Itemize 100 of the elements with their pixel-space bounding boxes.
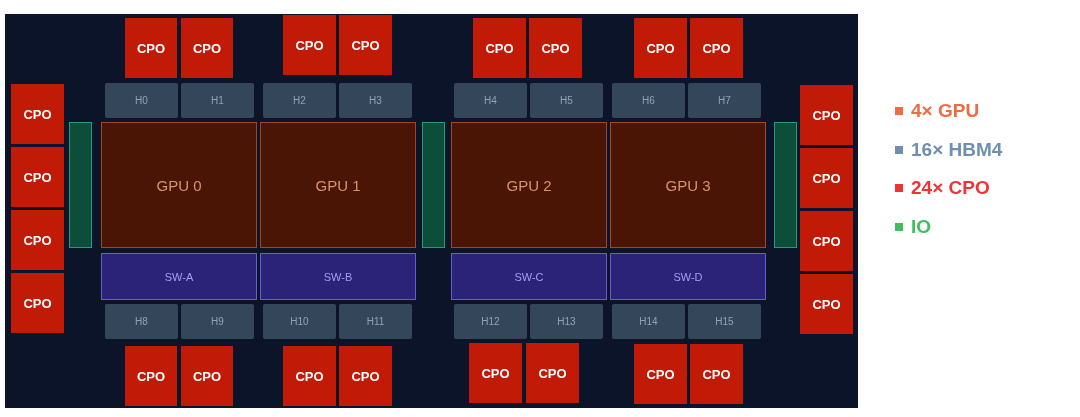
block-label: H1 bbox=[211, 95, 224, 106]
legend-label: 16× HBM4 bbox=[911, 138, 1003, 161]
io-bridge bbox=[774, 122, 797, 248]
gpu-die bbox=[451, 122, 607, 248]
hbm-stack bbox=[181, 304, 254, 339]
block-label: GPU 1 bbox=[315, 176, 361, 194]
gpu-die bbox=[260, 122, 416, 248]
block-label: CPO bbox=[702, 40, 731, 56]
hbm-stack bbox=[105, 83, 178, 118]
block-label: CPO bbox=[192, 40, 222, 56]
cpo-chiplet bbox=[690, 18, 743, 78]
cpo-chiplet bbox=[634, 18, 687, 78]
hbm-stack bbox=[339, 304, 412, 339]
io-bridge bbox=[422, 122, 445, 248]
cpo-chiplet bbox=[11, 273, 64, 333]
hbm-stack bbox=[612, 304, 685, 339]
block-label: H8 bbox=[135, 316, 148, 327]
legend-label: 4× GPU bbox=[911, 100, 980, 122]
block-label: CPO bbox=[541, 40, 570, 56]
cpo-chiplet bbox=[473, 18, 526, 78]
switch-die bbox=[610, 253, 766, 300]
cpo-chiplet bbox=[800, 274, 853, 334]
cpo-chiplet bbox=[800, 85, 853, 145]
block-label: H7 bbox=[718, 95, 731, 106]
block-label: GPU 3 bbox=[665, 176, 711, 194]
hbm-stack bbox=[263, 304, 336, 339]
block-label: H11 bbox=[366, 316, 385, 327]
cpo-chiplet bbox=[11, 147, 64, 207]
cpo-chiplet bbox=[469, 343, 522, 403]
block-label: H9 bbox=[211, 316, 224, 327]
cpo-chiplet bbox=[181, 346, 233, 406]
cpo-chiplet bbox=[125, 18, 177, 78]
cpo-chiplet bbox=[529, 18, 582, 78]
block-label: H3 bbox=[369, 95, 382, 106]
hbm-stack bbox=[454, 83, 527, 118]
block-label: CPO bbox=[23, 295, 52, 311]
switch-die bbox=[451, 253, 607, 300]
hbm-stack bbox=[181, 83, 254, 118]
block-label: CPO bbox=[23, 169, 52, 185]
block-label: CPO bbox=[481, 365, 510, 381]
cpo-chiplet bbox=[526, 343, 579, 403]
block-label: H14 bbox=[639, 316, 658, 327]
block-label: CPO bbox=[295, 368, 324, 384]
block-label: CPO bbox=[538, 365, 567, 381]
block-label: GPU 0 bbox=[156, 176, 202, 194]
gpu-die bbox=[610, 122, 766, 248]
block-label: SW-B bbox=[323, 270, 353, 283]
cpo-chiplet bbox=[11, 84, 64, 144]
cpo-chiplet bbox=[181, 18, 233, 78]
block-label: CPO bbox=[351, 37, 380, 53]
legend-label: IO bbox=[911, 215, 932, 238]
hbm-stack bbox=[530, 304, 603, 339]
block-label: H6 bbox=[642, 95, 655, 106]
block-label: CPO bbox=[646, 366, 675, 382]
hbm-stack bbox=[688, 83, 761, 118]
block-label: CPO bbox=[136, 40, 166, 56]
block-label: CPO bbox=[646, 40, 675, 56]
cpo-chiplet bbox=[690, 344, 743, 404]
hbm-stack bbox=[612, 83, 685, 118]
io-bridge bbox=[69, 122, 92, 248]
hbm-stack bbox=[688, 304, 761, 339]
block-label: CPO bbox=[702, 366, 731, 382]
block-label: CPO bbox=[351, 368, 380, 384]
cpo-chiplet bbox=[339, 346, 392, 406]
hbm-stack bbox=[530, 83, 603, 118]
cpo-chiplet bbox=[339, 15, 392, 75]
hbm-stack bbox=[339, 83, 412, 118]
block-label: H0 bbox=[135, 95, 148, 106]
block-label: CPO bbox=[812, 170, 841, 186]
hbm-stack bbox=[263, 83, 336, 118]
block-label: CPO bbox=[192, 368, 222, 384]
legend-label: 24× CPO bbox=[911, 177, 990, 199]
block-label: SW-C bbox=[514, 270, 544, 283]
cpo-chiplet bbox=[11, 210, 64, 270]
block-label: CPO bbox=[812, 233, 841, 249]
block-label: H2 bbox=[293, 95, 306, 106]
switch-die bbox=[101, 253, 257, 300]
block-label: H12 bbox=[481, 316, 500, 327]
block-label: CPO bbox=[295, 37, 324, 53]
cpo-chiplet bbox=[125, 346, 177, 406]
block-label: CPO bbox=[23, 106, 52, 122]
cpo-chiplet bbox=[634, 344, 687, 404]
block-label: GPU 2 bbox=[506, 176, 552, 194]
cpo-chiplet bbox=[800, 148, 853, 208]
block-label: CPO bbox=[812, 107, 841, 123]
gpu-die bbox=[101, 122, 257, 248]
block-label: H5 bbox=[560, 95, 573, 106]
cpo-chiplet bbox=[800, 211, 853, 271]
block-label: H13 bbox=[557, 316, 576, 327]
block-label: CPO bbox=[812, 296, 841, 312]
block-label: H4 bbox=[484, 95, 497, 106]
block-label: CPO bbox=[485, 40, 514, 56]
block-label: SW-A bbox=[164, 270, 194, 283]
block-label: H15 bbox=[715, 316, 734, 327]
hbm-stack bbox=[105, 304, 178, 339]
block-label: SW-D bbox=[673, 270, 703, 283]
hbm-stack bbox=[454, 304, 527, 339]
block-label: H10 bbox=[290, 316, 309, 327]
switch-die bbox=[260, 253, 416, 300]
block-label: CPO bbox=[136, 368, 166, 384]
